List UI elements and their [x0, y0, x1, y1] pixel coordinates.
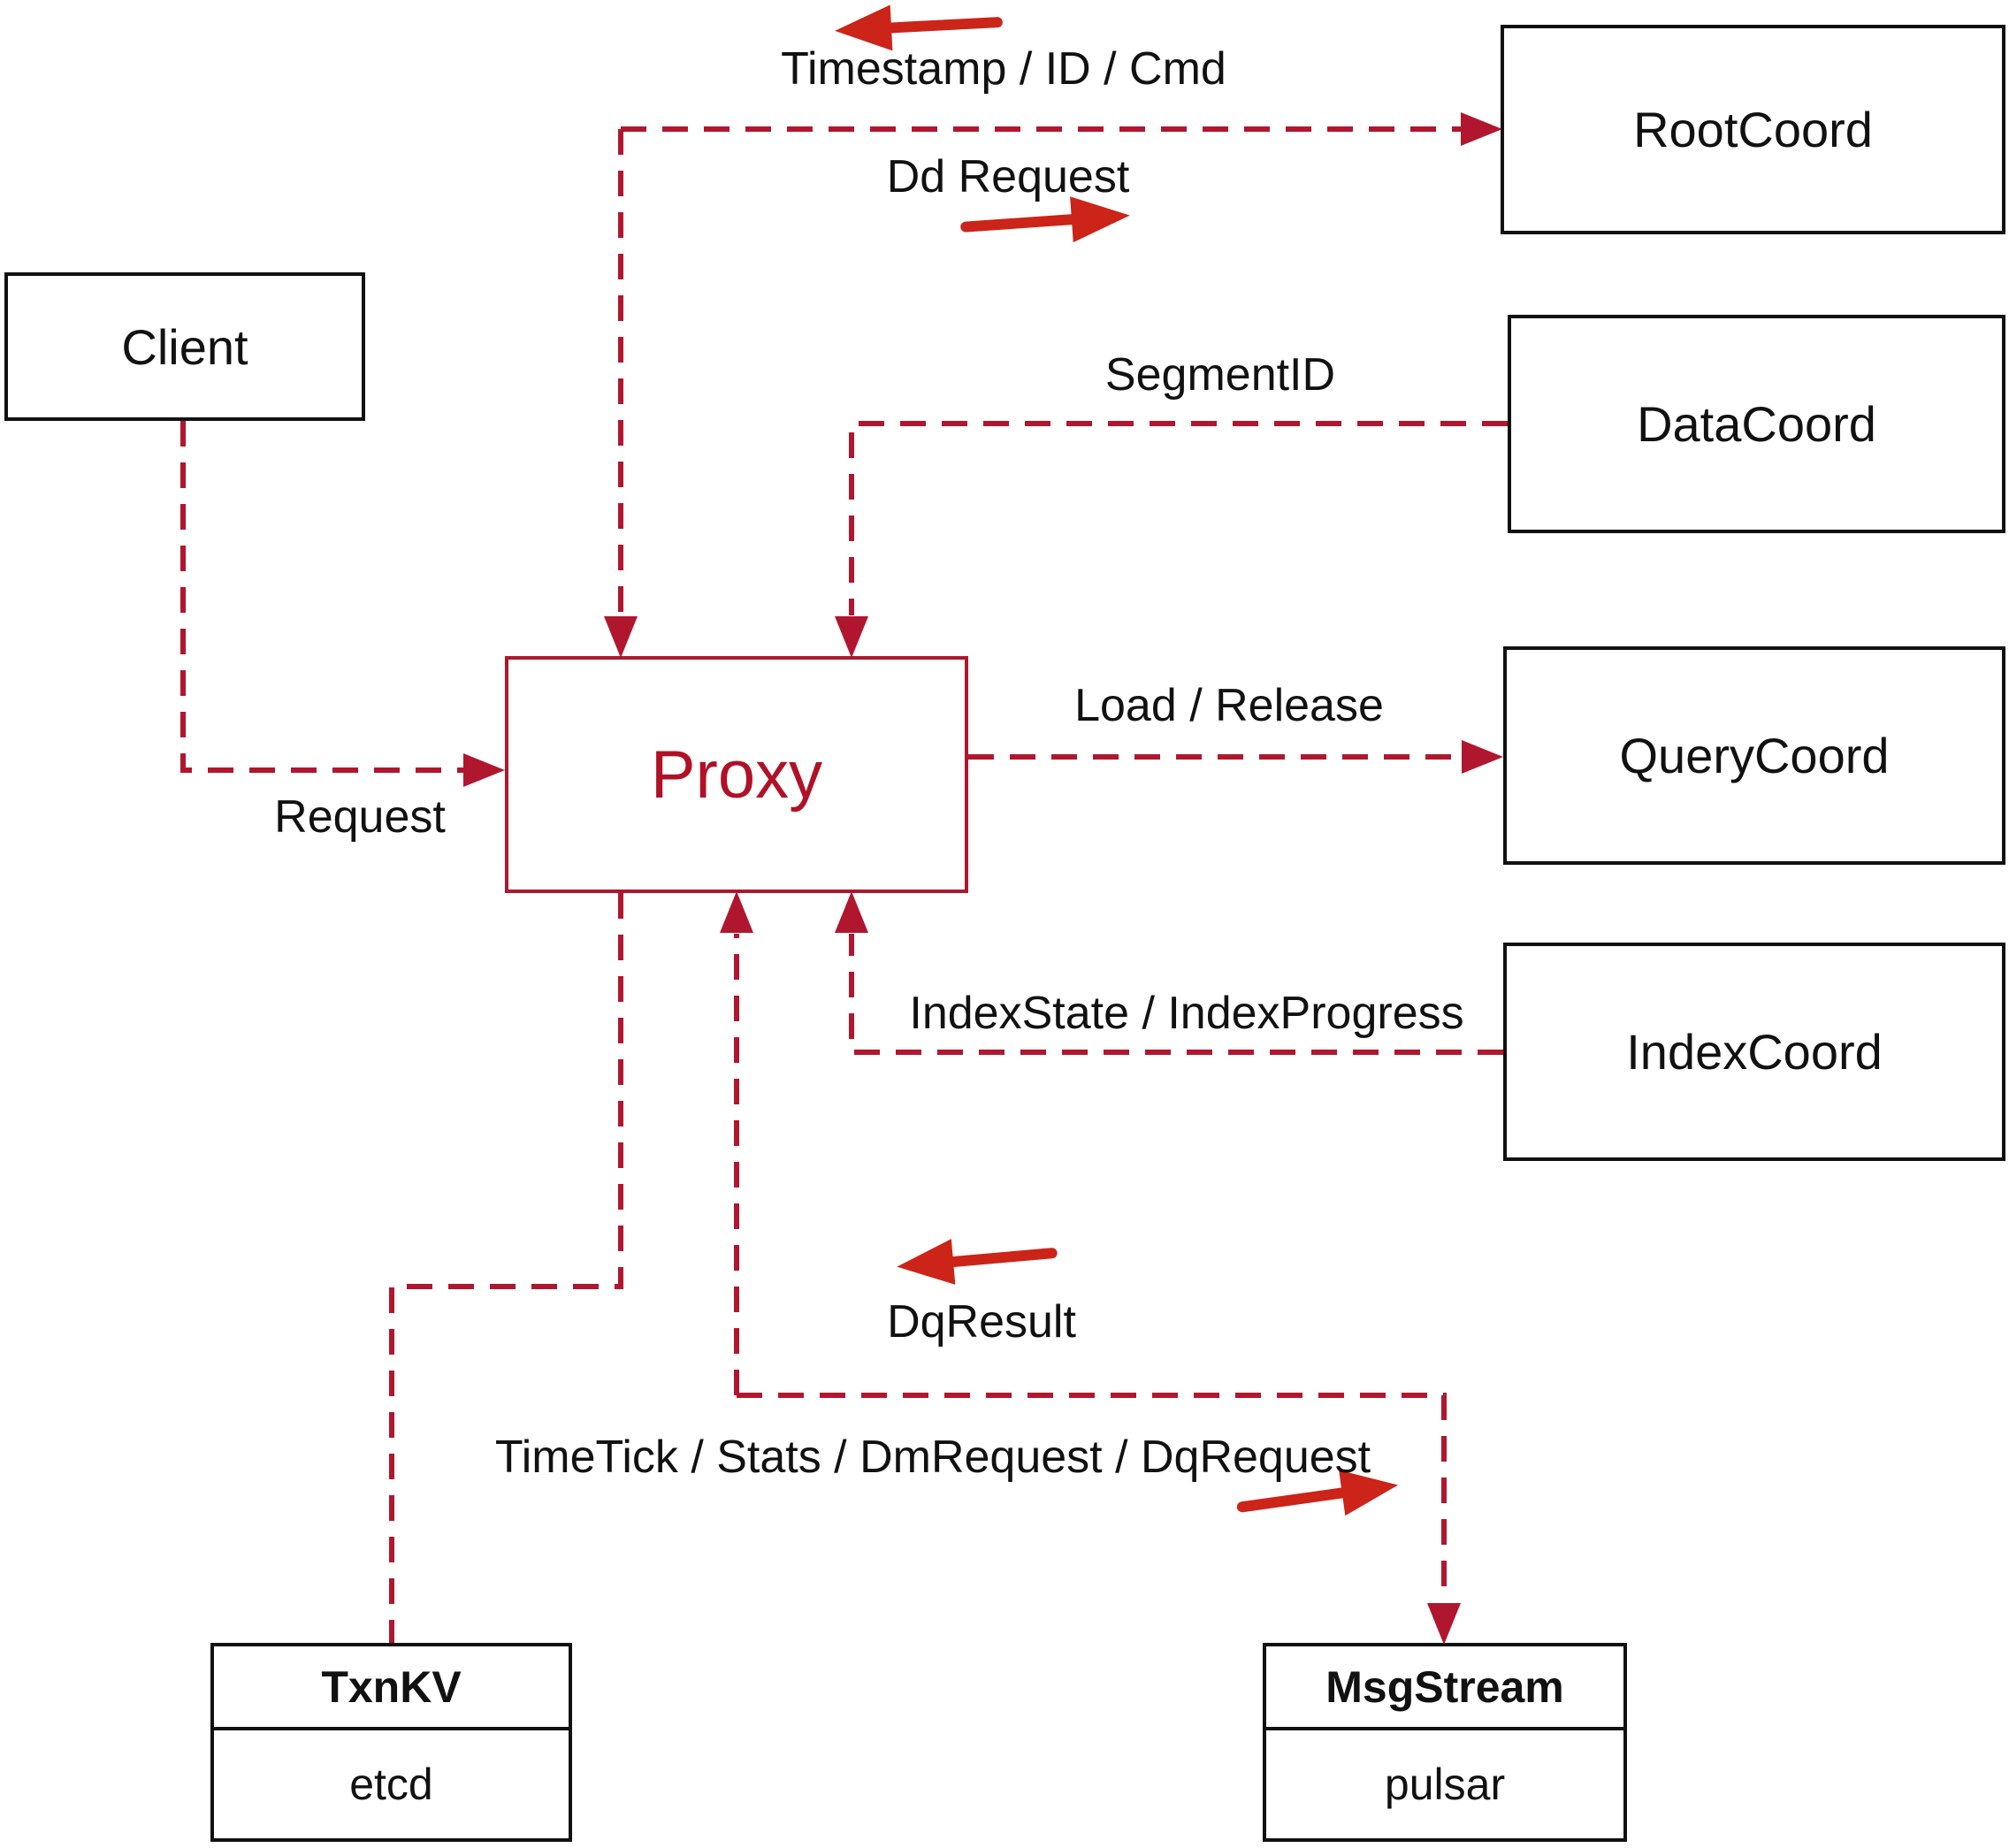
node-datacoord: DataCoord: [1508, 315, 2005, 533]
edge-label-timestamp: Timestamp / ID / Cmd: [781, 43, 1226, 95]
node-rootcoord: RootCoord: [1501, 25, 2005, 234]
edge-label-dq-result: DqResult: [887, 1296, 1076, 1348]
arrowhead-right-icon: [463, 753, 505, 787]
msgstream-impl: pulsar: [1384, 1760, 1506, 1809]
arrow-right-icon: [1236, 1470, 1399, 1516]
edge-label-timetick: TimeTick / Stats / DmRequest / DqRequest: [494, 1432, 1371, 1483]
txnkv-impl: etcd: [349, 1760, 433, 1809]
edge-datacoord-proxy: [849, 421, 1508, 615]
arrowhead-up-icon: [835, 891, 868, 933]
arrowhead-up-icon: [720, 891, 753, 933]
edge-proxy-txnkv: [389, 893, 623, 1643]
node-proxy: Proxy: [505, 656, 968, 893]
node-client: Client: [4, 272, 365, 421]
arrowhead-down-icon: [604, 616, 638, 658]
edge-label-dd-request: Dd Request: [886, 151, 1130, 202]
txnkv-title: TxnKV: [214, 1646, 569, 1730]
arrowhead-right-icon: [1461, 112, 1502, 146]
node-txnkv: TxnKV etcd: [210, 1643, 572, 1842]
edge-label-request: Request: [274, 791, 446, 843]
arrow-left-icon: [835, 4, 1003, 51]
arrowhead-right-icon: [1462, 740, 1503, 774]
msgstream-title: MsgStream: [1266, 1646, 1623, 1730]
arrow-left-icon: [897, 1239, 1058, 1285]
edge-label-index-state: IndexState / IndexProgress: [909, 988, 1464, 1039]
node-querycoord: QueryCoord: [1503, 646, 2005, 865]
node-msgstream: MsgStream pulsar: [1263, 1643, 1627, 1842]
edge-label-load-release: Load / Release: [1074, 680, 1384, 731]
edge-client-proxy: [180, 421, 463, 773]
arrowhead-down-icon: [1427, 1603, 1461, 1645]
edge-indexcoord-proxy: [849, 934, 1503, 1055]
arrow-right-icon: [960, 196, 1130, 243]
node-indexcoord: IndexCoord: [1503, 943, 2005, 1161]
edge-proxy-msgstream: [737, 1393, 1447, 1602]
arrowhead-down-icon: [835, 616, 868, 658]
edge-label-segment-id: SegmentID: [1104, 349, 1336, 401]
